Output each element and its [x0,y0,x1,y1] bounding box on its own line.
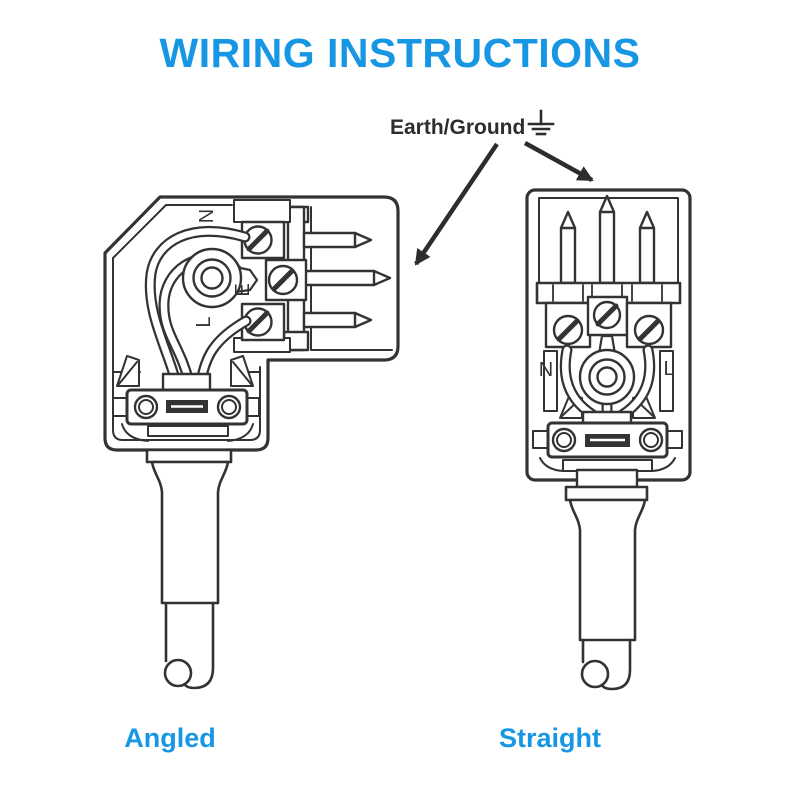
angled-wire-end [163,658,193,688]
straight-plug-diagram: N L [525,188,692,691]
straight-pins [559,194,656,285]
page-title: WIRING INSTRUCTIONS [160,30,641,76]
straight-live-letter: L [663,358,674,380]
angled-earth-pin [302,269,392,287]
earth-ground-label: Earth/Ground [390,116,525,139]
straight-pin-base [535,281,682,305]
straight-strain-relief [568,498,647,642]
angled-live-pin [302,311,373,329]
angled-clamp-wings [116,355,254,387]
angled-live-letter: L [193,316,215,327]
angled-terminal-blocks [233,199,308,353]
angled-plug-diagram: N E L [103,195,400,690]
straight-live-pin [638,210,656,285]
earth-ground-annotation: Earth/Ground [390,109,594,266]
straight-cable [564,468,649,691]
angled-neutral-pin [302,231,373,249]
straight-earth-pin [598,194,616,285]
arrow-to-angled-earth-pin [414,142,499,266]
straight-earth-eyelet [578,334,636,406]
earth-ground-icon [527,109,555,136]
straight-terminal-blocks [544,295,673,349]
arrow-to-straight-earth-pin [523,141,594,182]
angled-earth-eyelet [181,247,259,309]
angled-cable-clamp [112,388,260,442]
straight-neutral-letter: N [539,359,553,381]
straight-caption: Straight [499,723,601,753]
angled-earth-letter: E [232,283,254,296]
straight-wire-end [580,659,610,689]
angled-wire-sleeve [161,372,212,392]
angled-neutral-letter: N [196,209,218,223]
angled-caption: Angled [124,723,216,753]
angled-cable [145,448,233,690]
straight-neutral-pin [559,210,577,285]
angled-strain-relief [150,460,230,605]
